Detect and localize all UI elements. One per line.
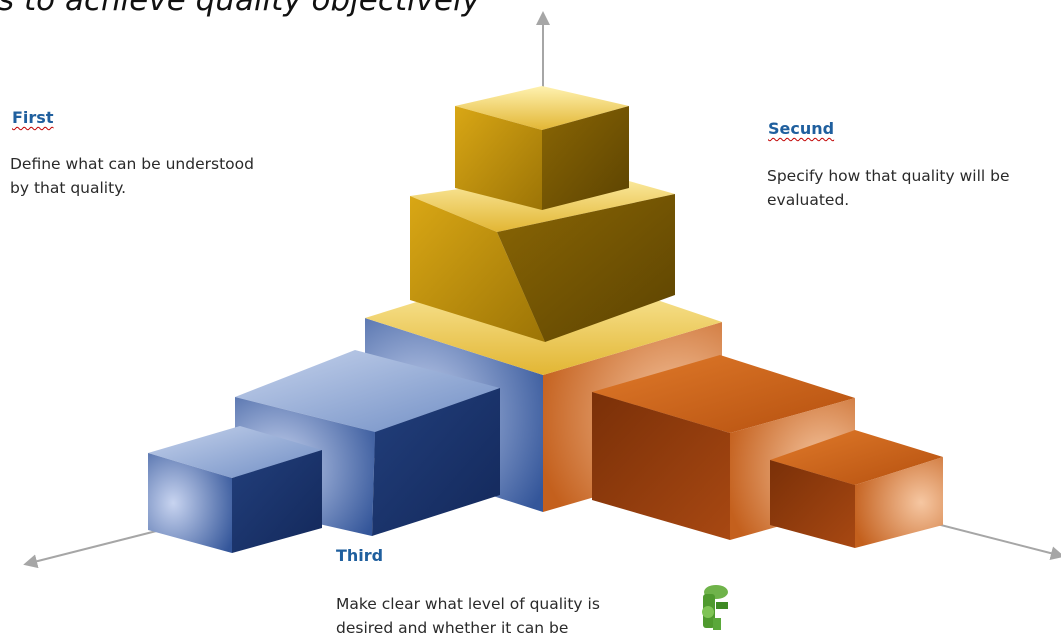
second-heading: Secund [768,119,835,138]
first-body: Define what can be understood by that qu… [10,155,254,197]
tool-figure-icon [702,585,728,630]
third-heading: Third [336,546,384,565]
gold-middle-block [410,170,675,342]
first-heading: First [12,108,54,127]
gold-top-block [455,86,629,210]
second-body: Specify how that quality will be evaluat… [767,167,1010,209]
blue-small-block [148,426,322,553]
page-title: s to achieve quality objectively [0,0,481,18]
orange-small-block [770,430,943,548]
third-body: Make clear what level of quality is desi… [336,595,600,637]
